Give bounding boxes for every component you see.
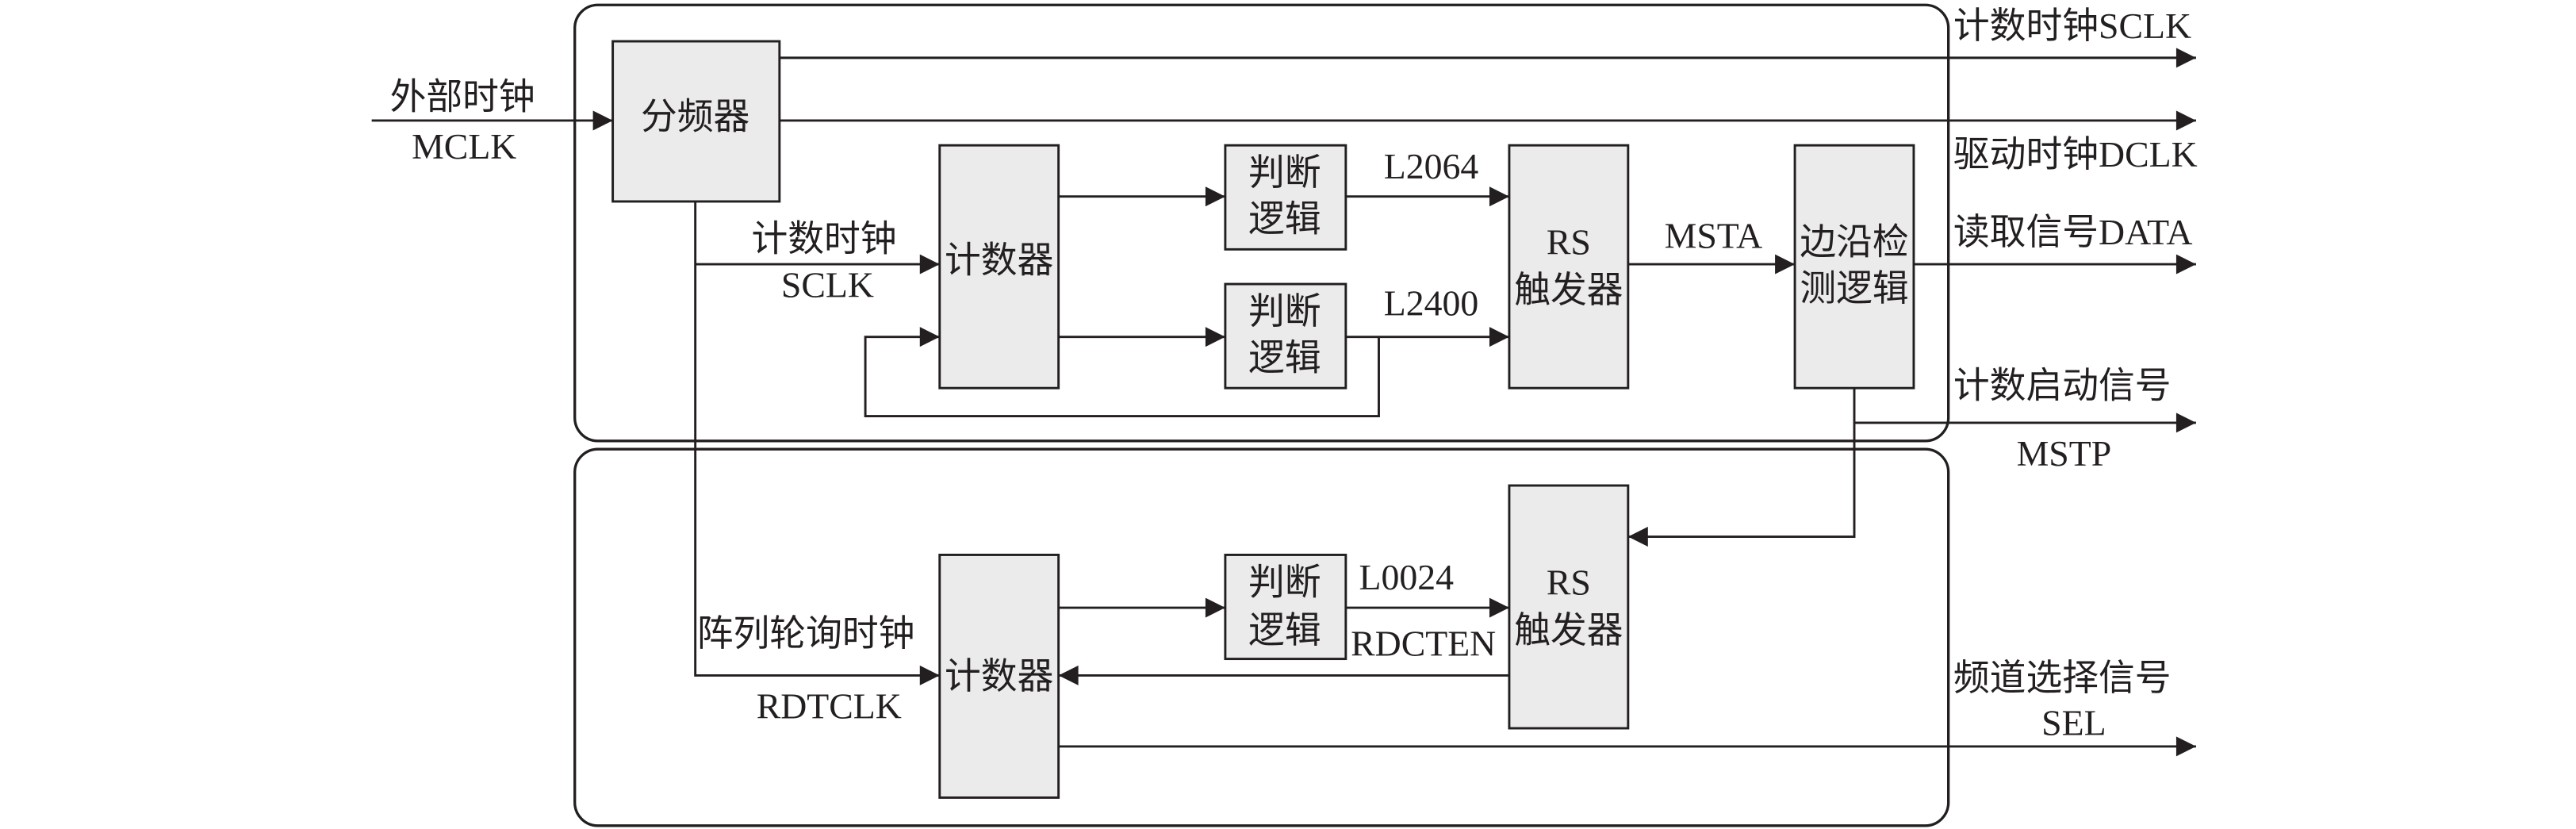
external-clock-code: MCLK xyxy=(412,126,516,167)
output-count-start-code: MSTP xyxy=(2017,433,2112,474)
judge-logic-1-line-2: 逻辑 xyxy=(1248,198,1321,239)
output-count-start-label: 计数启动信号 xyxy=(1953,366,2172,406)
array-poll-clock-label: 阵列轮询时钟 xyxy=(697,613,915,654)
bottom-rs-line-2: 触发器 xyxy=(1514,610,1623,651)
bottom-module-frame xyxy=(573,447,1950,827)
judge-logic-block-2: 判断 逻辑 xyxy=(1224,282,1347,390)
top-rs-flipflop-block: RS 触发器 xyxy=(1508,144,1630,390)
top-rs-line-2: 触发器 xyxy=(1514,270,1623,310)
rdcten-label: RDCTEN xyxy=(1351,623,1496,663)
output-drive-clock-label: 驱动时钟DCLK xyxy=(1953,134,2198,175)
array-poll-clock-code: RDTCLK xyxy=(757,686,902,727)
output-channel-select-code: SEL xyxy=(2041,702,2106,743)
external-clock-label: 外部时钟 xyxy=(390,76,535,117)
top-module-frame xyxy=(573,3,1950,443)
bottom-judge-line-1: 判断 xyxy=(1248,562,1321,602)
bottom-rs-flipflop-block: RS 触发器 xyxy=(1508,484,1630,730)
bottom-counter-label: 计数器 xyxy=(945,656,1053,697)
edge-detect-line-1: 边沿检 xyxy=(1800,222,1908,263)
output-read-signal-label: 读取信号DATA xyxy=(1953,212,2193,252)
bottom-judge-line-2: 逻辑 xyxy=(1248,610,1321,651)
output-count-clock-label: 计数时钟SCLK xyxy=(1953,6,2191,46)
edge-detect-line-2: 测逻辑 xyxy=(1800,268,1908,309)
bottom-judge-logic-block: 判断 逻辑 xyxy=(1224,553,1347,661)
l2400-label: L2400 xyxy=(1384,283,1479,324)
divider-block: 分频器 xyxy=(611,40,781,203)
msta-label: MSTA xyxy=(1665,215,1763,255)
judge-logic-block-1: 判断 逻辑 xyxy=(1224,144,1347,251)
l0024-label: L0024 xyxy=(1359,557,1455,597)
top-counter-label: 计数器 xyxy=(945,240,1053,280)
top-counter-block: 计数器 xyxy=(938,144,1060,390)
divider-label: 分频器 xyxy=(641,96,749,136)
bottom-counter-block: 计数器 xyxy=(938,553,1060,799)
output-channel-select-label: 频道选择信号 xyxy=(1953,658,2172,698)
top-rs-line-1: RS xyxy=(1547,222,1591,263)
judge-logic-2-line-1: 判断 xyxy=(1248,291,1321,332)
l2064-label: L2064 xyxy=(1384,146,1479,186)
edge-detect-block: 边沿检 测逻辑 xyxy=(1793,144,1915,390)
wire-feedback-to-top-counter xyxy=(864,327,1380,418)
bottom-rs-line-1: RS xyxy=(1547,562,1591,602)
wire-edge-detect-to-bottom-rs xyxy=(1627,388,1856,547)
wire-divider-to-bottom-counter xyxy=(694,201,940,685)
count-clock-in-label: 计数时钟 xyxy=(751,218,896,259)
count-clock-in-code: SCLK xyxy=(781,265,874,305)
judge-logic-1-line-1: 判断 xyxy=(1248,152,1321,193)
judge-logic-2-line-2: 逻辑 xyxy=(1248,337,1321,378)
